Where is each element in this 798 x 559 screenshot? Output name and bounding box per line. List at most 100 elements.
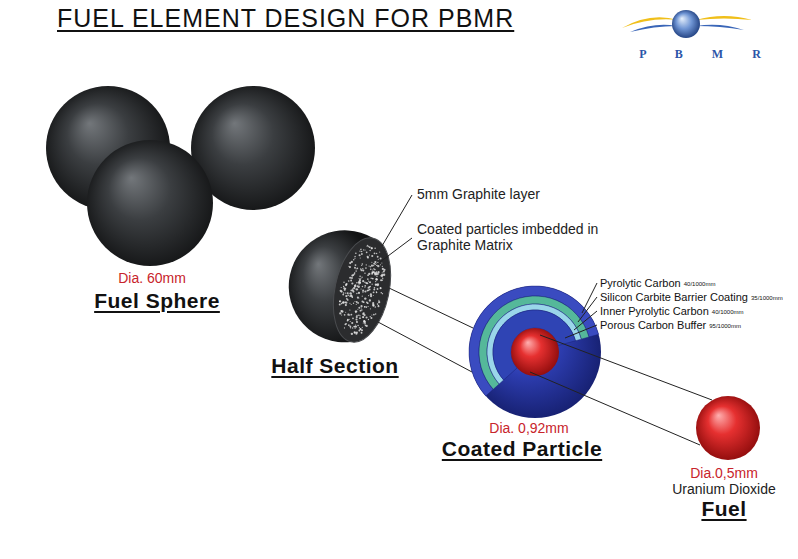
particle-dot: [359, 317, 361, 319]
particle-dot: [382, 280, 383, 281]
particle-dot: [371, 255, 373, 257]
particle-dot: [364, 306, 365, 307]
coated-particle-dots: [339, 245, 386, 335]
particle-dot: [362, 313, 364, 315]
logo-swoosh: [696, 16, 752, 20]
cutaway-layers: [469, 286, 599, 396]
particle-dot: [380, 287, 382, 289]
particle-dot: [378, 301, 380, 303]
particle-dot: [348, 324, 350, 326]
particle-dot: [350, 280, 352, 282]
layer-ring: [479, 296, 589, 389]
particle-dot: [346, 298, 348, 300]
particle-dot: [354, 256, 355, 257]
particle-dot: [360, 310, 362, 312]
leader-line: [565, 325, 597, 338]
particle-dot: [349, 266, 351, 268]
coated-particle: [469, 286, 601, 418]
particle-dot: [354, 331, 356, 333]
particle-dot: [373, 295, 374, 296]
particle-dot: [370, 316, 371, 317]
particle-dot: [364, 285, 366, 287]
particle-dot: [378, 305, 380, 307]
particle-dot: [354, 285, 356, 287]
particle-dot: [360, 328, 362, 330]
particle-dot: [343, 292, 345, 294]
particle-dot: [368, 266, 369, 267]
particle-dot: [353, 287, 355, 289]
particle-dot: [382, 278, 383, 279]
particle-dot: [362, 316, 364, 318]
zoom-line: [540, 335, 712, 400]
particle-dot: [345, 292, 346, 293]
particle-dot: [364, 297, 366, 299]
particle-dot: [368, 273, 370, 275]
particle-dot: [361, 332, 363, 334]
particle-dot: [365, 282, 367, 284]
logo-text: P B M R: [639, 48, 761, 62]
particle-dot: [351, 333, 353, 335]
particle-dot: [361, 265, 362, 266]
particle-dot: [367, 256, 369, 258]
particle-dot: [375, 306, 377, 308]
particle-dot: [355, 326, 357, 328]
particle-dot: [357, 309, 358, 310]
particle-dot: [350, 321, 351, 322]
particle-dot: [357, 302, 359, 304]
particle-dot: [355, 311, 357, 313]
particle-dot: [359, 251, 360, 252]
particle-dot: [352, 317, 354, 319]
part-label: Coated particles imbedded in Graphite Ma…: [417, 221, 602, 253]
particle-dot: [353, 303, 354, 304]
particle-dot: [349, 309, 350, 310]
particle-dot: [368, 295, 369, 296]
particle-dot: [364, 290, 366, 292]
particle-dot: [360, 278, 361, 279]
particle-dot: [382, 268, 384, 270]
particle-dot: [360, 249, 361, 250]
particle-dot: [374, 269, 376, 271]
particle-dot: [341, 287, 342, 288]
particle-dot: [345, 323, 347, 325]
particle-dot: [356, 315, 358, 317]
particle-dot: [359, 327, 360, 328]
particle-dot: [363, 317, 364, 318]
particle-dot: [373, 263, 375, 265]
particle-dot: [362, 291, 364, 293]
particle-dot: [341, 310, 343, 312]
part-heading: Fuel: [701, 497, 746, 521]
particle-dot: [363, 312, 365, 314]
particle-dot: [355, 270, 357, 272]
layer-thickness: 95/1000mm: [709, 322, 741, 330]
particle-dot: [359, 278, 360, 279]
particle-dot: [356, 316, 358, 318]
particle-dot: [373, 291, 375, 293]
particle-dot: [374, 272, 376, 274]
layer-thickness: 35/1000mm: [751, 294, 783, 302]
particle-dot: [347, 295, 349, 297]
particle-dot: [380, 287, 382, 289]
particle-dot: [364, 273, 365, 274]
particle-dot: [359, 315, 360, 316]
particle-dot: [351, 295, 353, 297]
particle-dot: [356, 282, 358, 284]
logo-swoosh: [630, 25, 676, 32]
particle-dot: [362, 268, 363, 269]
particle-dot: [382, 272, 383, 273]
part-heading: Fuel Sphere: [94, 289, 220, 313]
particle-dot: [370, 266, 371, 267]
logo-sphere: [672, 10, 700, 38]
particle-dot: [382, 266, 383, 267]
particle-dot: [346, 283, 347, 284]
particle-dot: [368, 319, 369, 320]
particle-dot: [345, 295, 347, 297]
particle-dot: [375, 284, 377, 286]
particle-dot: [377, 271, 379, 273]
leader-line: [382, 195, 412, 246]
layer-name: Silicon Carbite Barrier Coating: [600, 290, 748, 304]
particle-dot: [373, 268, 374, 269]
particle-dot: [371, 271, 373, 273]
particle-dot: [358, 307, 360, 309]
particle-dot: [358, 282, 360, 284]
particle-dot: [344, 314, 346, 316]
